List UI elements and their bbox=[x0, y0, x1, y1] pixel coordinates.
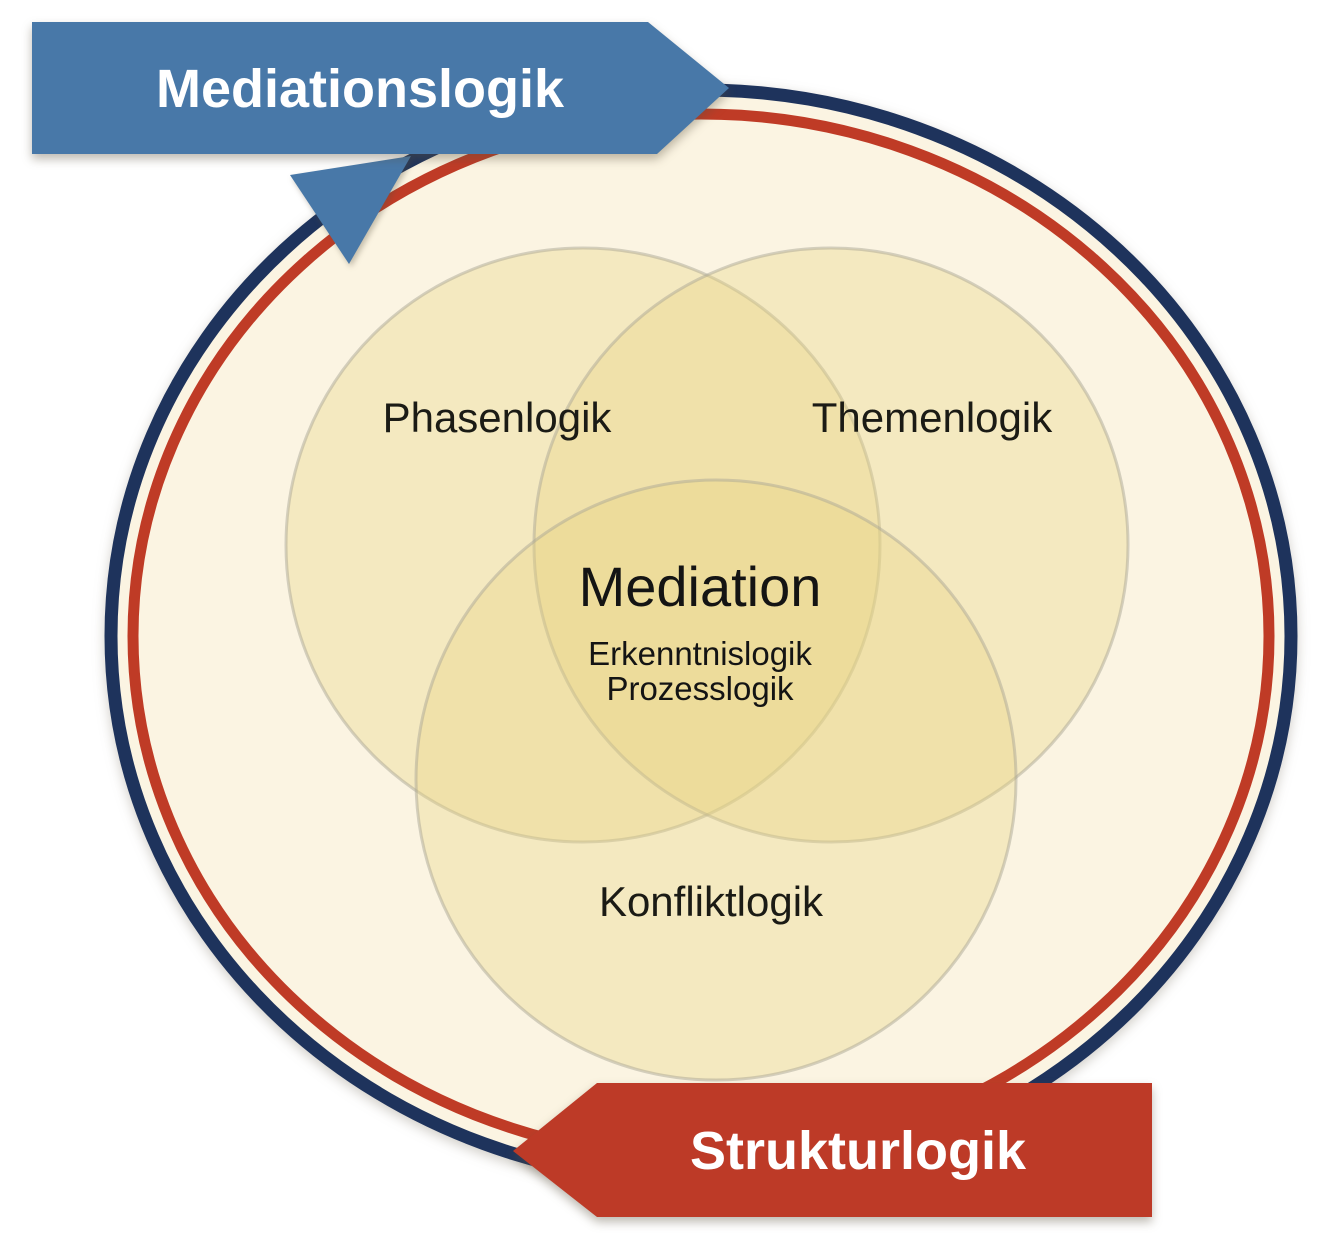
banner-strukturlogik-label: Strukturlogik bbox=[690, 1121, 1027, 1181]
arrowhead-triangle-icon bbox=[290, 156, 411, 264]
venn-label-themenlogik: Themenlogik bbox=[812, 394, 1053, 441]
center-sub-prozesslogik: Prozesslogik bbox=[606, 670, 794, 707]
venn-circle-themenlogik bbox=[532, 246, 1130, 844]
venn-label-konfliktlogik: Konfliktlogik bbox=[599, 878, 824, 925]
banner-mediationslogik-arrow bbox=[32, 22, 729, 154]
venn-circle-phasenlogik bbox=[284, 246, 882, 844]
banner-strukturlogik-arrow bbox=[513, 1083, 1152, 1217]
banner-strukturlogik: Strukturlogik bbox=[513, 1083, 1152, 1217]
venn-group: Phasenlogik Themenlogik Konfliktlogik Me… bbox=[284, 246, 1130, 1082]
venn-label-phasenlogik: Phasenlogik bbox=[383, 394, 613, 441]
banner-mediationslogik: Mediationslogik bbox=[32, 22, 729, 154]
center-sub-erkenntnislogik: Erkenntnislogik bbox=[588, 635, 812, 672]
center-title-mediation: Mediation bbox=[579, 555, 822, 618]
venn-circle-konfliktlogik bbox=[414, 478, 1018, 1082]
banner-mediationslogik-label: Mediationslogik bbox=[156, 59, 565, 119]
